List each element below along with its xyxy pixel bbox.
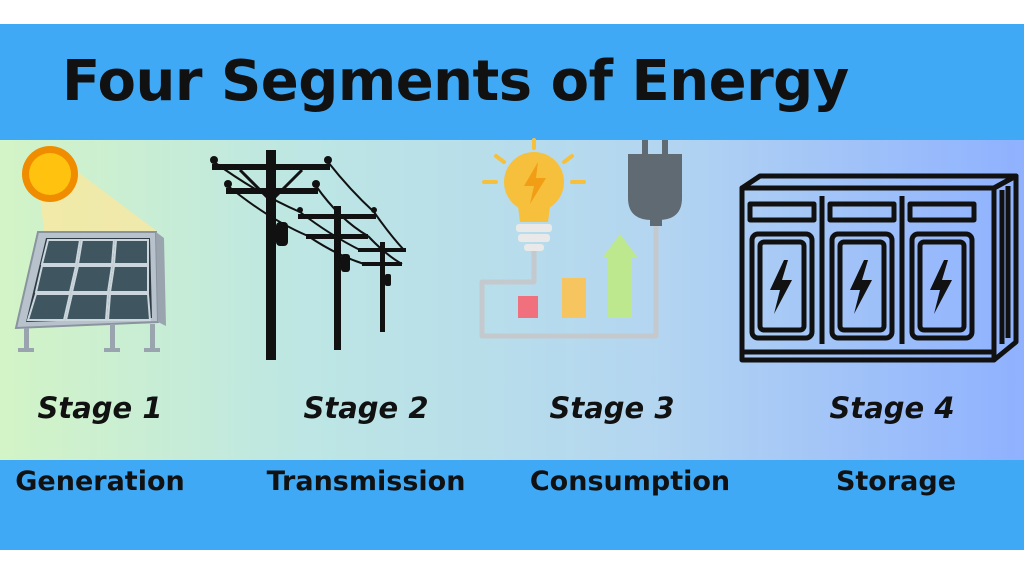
- lightbulb-icon: [504, 152, 564, 251]
- solar-cells: [26, 239, 152, 321]
- segment-generation-label: Generation: [15, 466, 185, 497]
- title-banner: [0, 24, 1024, 140]
- bulb-rays: [482, 138, 586, 184]
- page-title: Four Segments of Energy: [62, 49, 849, 114]
- segments-banner: [0, 460, 1024, 550]
- stage-2-label: Stage 2: [303, 391, 429, 425]
- sun-icon: [22, 146, 78, 202]
- panel-legs: [18, 324, 160, 352]
- stage-3-label: Stage 3: [549, 391, 675, 425]
- segment-transmission-label: Transmission: [266, 466, 466, 497]
- power-wire: [479, 222, 659, 339]
- segment-storage-label: Storage: [835, 466, 957, 497]
- power-lines-icon: [210, 150, 406, 360]
- battery-storage-icon: [739, 173, 1019, 363]
- stage-4-label: Stage 4: [829, 391, 955, 425]
- plug-icon: [628, 140, 682, 226]
- solar-panel-icon: [14, 146, 166, 352]
- segment-consumption-label: Consumption: [529, 466, 731, 497]
- stage-1-label: Stage 1: [37, 391, 163, 425]
- growth-bars-icon: [518, 234, 638, 318]
- lightbulb-plug-icon: [479, 138, 682, 339]
